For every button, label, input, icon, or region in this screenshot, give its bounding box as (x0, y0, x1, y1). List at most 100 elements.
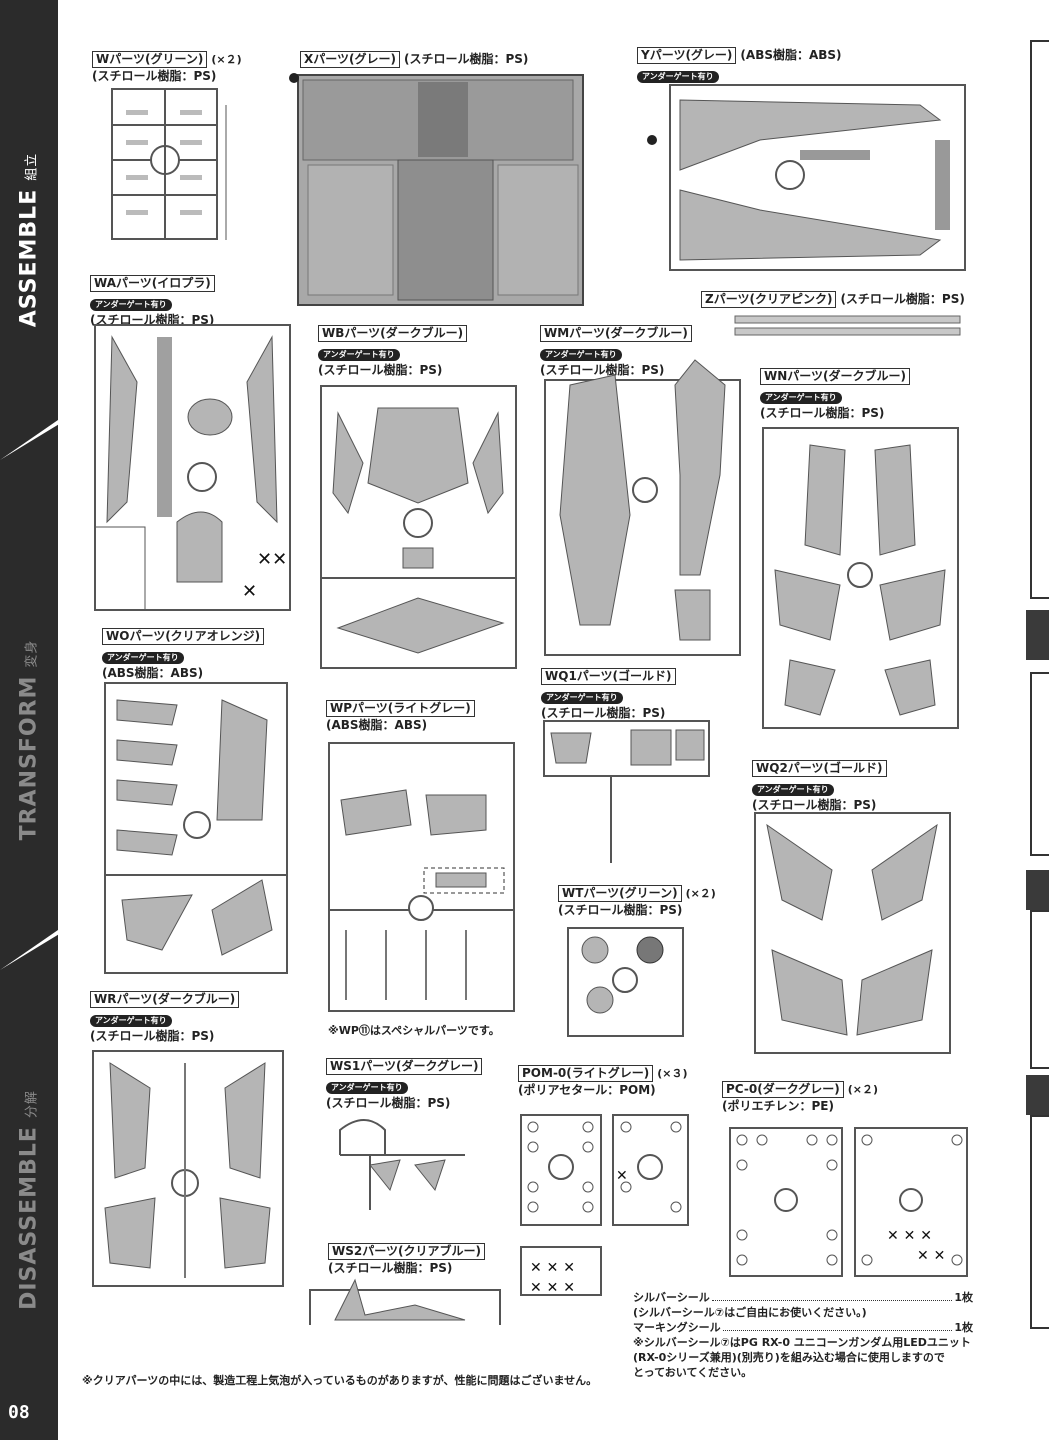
runner-wr (90, 1048, 290, 1293)
parts-z: Zパーツ(クリアピンク)(スチロール樹脂：PS) (701, 288, 965, 308)
part-material: (スチロール樹脂：PS) (558, 903, 683, 917)
undergate-badge: アンダーゲート有り (326, 1082, 408, 1094)
next-page-frame (1030, 1115, 1049, 1329)
wp-special-note: ※WP⑪はスペシャルパーツです。 (328, 1024, 500, 1037)
svg-text:✕: ✕ (242, 581, 257, 602)
parts-ws2: WS2パーツ(クリアブルー) (スチロール樹脂：PS) (328, 1240, 485, 1276)
part-title: PC-0(ダークグレー) (722, 1081, 844, 1098)
part-title: WOパーツ(クリアオレンジ) (102, 628, 265, 645)
runner-wq2 (752, 810, 954, 1060)
section-sidebar: ASSEMBLE組立 TRANSFORM 変身 DISASSEMBLE 分解 08 (0, 0, 58, 1440)
parts-ws1: WS1パーツ(ダークグレー) アンダーゲート有り (スチロール樹脂：PS) (326, 1055, 483, 1111)
part-qty: (×２) (685, 887, 716, 900)
part-material: (スチロール樹脂：PS) (90, 1029, 215, 1043)
seal-footnote-1: ※シルバーシール⑦はPG RX-0 ユニコーンガンダム用LEDユニット (633, 1336, 971, 1349)
part-material: (スチロール樹脂：PS) (90, 313, 215, 327)
runner-pc: ✕ ✕ ✕ ✕ ✕ (727, 1125, 972, 1280)
part-material: (スチロール樹脂：PS) (318, 363, 443, 377)
sidebar-label-disassemble: DISASSEMBLE (16, 1126, 42, 1310)
next-page-frame (1030, 910, 1049, 1069)
undergate-badge: アンダーゲート有り (541, 692, 623, 704)
parts-pom: POM-0(ライトグレー)(×３) (ポリアセタール：POM) (518, 1062, 688, 1098)
svg-text:✕ ✕: ✕ ✕ (917, 1248, 945, 1264)
part-material: (スチロール樹脂：PS) (328, 1261, 453, 1275)
silver-seal-count: 1枚 (954, 1291, 973, 1304)
parts-wr: WRパーツ(ダークブルー) アンダーゲート有り (スチロール樹脂：PS) (90, 988, 240, 1044)
sidebar-sub-assemble: 組立 (24, 152, 40, 181)
undergate-badge: アンダーゲート有り (90, 1015, 172, 1027)
part-material: (ABS樹脂：ABS) (326, 718, 428, 732)
runner-ws2 (305, 1275, 505, 1335)
runner-pom: ✕ ✕ ✕✕ ✕ ✕✕ (518, 1112, 693, 1297)
part-material: (スチロール樹脂：PS) (760, 406, 885, 420)
part-title: WQ2パーツ(ゴールド) (752, 760, 887, 777)
leader-dots (711, 1290, 953, 1301)
parts-pc: PC-0(ダークグレー)(×２) (ポリエチレン：PE) (722, 1078, 878, 1114)
undergate-badge: アンダーゲート有り (90, 299, 172, 311)
runner-ws1 (330, 1105, 475, 1215)
seal-footnote-3: とっておいてください。 (633, 1366, 753, 1379)
part-title: WS2パーツ(クリアブルー) (328, 1243, 485, 1260)
parts-wo: WOパーツ(クリアオレンジ) アンダーゲート有り (ABS樹脂：ABS) (102, 625, 265, 681)
page-number: 08 (8, 1402, 30, 1423)
runner-wq1 (541, 718, 716, 868)
parts-w: Wパーツ(グリーン)(×２) (スチロール樹脂：PS) (92, 48, 242, 84)
runner-wt (565, 925, 690, 1040)
sidebar-sub-disassemble: 分解 (24, 1090, 40, 1119)
undergate-badge: アンダーゲート有り (752, 784, 834, 796)
marking-seal-label: マーキングシール (633, 1321, 721, 1334)
parts-wt: WTパーツ(グリーン)(×２) (スチロール樹脂：PS) (558, 882, 716, 918)
part-material: (スチロール樹脂：PS) (403, 52, 529, 66)
runner-x (288, 70, 588, 310)
part-qty: (×３) (657, 1067, 688, 1080)
part-title: WTパーツ(グリーン) (558, 885, 682, 902)
marking-seal-row: マーキングシール 1枚 (633, 1320, 973, 1335)
undergate-badge: アンダーゲート有り (102, 652, 184, 664)
undergate-badge: アンダーゲート有り (760, 392, 842, 404)
undergate-badge: アンダーゲート有り (540, 349, 622, 361)
part-title: Zパーツ(クリアピンク) (701, 291, 837, 308)
sidebar-sub-transform: 変身 (24, 639, 40, 668)
parts-wq2: WQ2パーツ(ゴールド) アンダーゲート有り (スチロール樹脂：PS) (752, 757, 887, 813)
part-title: Wパーツ(グリーン) (92, 51, 208, 68)
part-material: (スチロール樹脂：PS) (840, 292, 965, 306)
part-title: WBパーツ(ダークブルー) (318, 325, 468, 342)
runner-wo (102, 680, 292, 980)
part-qty: (×２) (847, 1083, 878, 1096)
part-material: (ABS樹脂：ABS) (740, 48, 842, 62)
svg-text:✕: ✕ (616, 1168, 628, 1184)
runner-y (640, 80, 970, 275)
part-material: (スチロール樹脂：PS) (92, 69, 217, 83)
part-material: (ABS樹脂：ABS) (102, 666, 204, 680)
runner-wn (760, 425, 965, 735)
runner-wm (540, 355, 745, 660)
part-title: WRパーツ(ダークブルー) (90, 991, 240, 1008)
part-qty: (×２) (211, 53, 242, 66)
leader-dots (722, 1320, 953, 1331)
part-material: (スチロール樹脂：PS) (541, 706, 666, 720)
runner-wb (318, 383, 520, 673)
sidebar-section-disassemble[interactable]: DISASSEMBLE 分解 (0, 1000, 58, 1400)
part-material: (スチロール樹脂：PS) (540, 363, 665, 377)
part-material: (スチロール樹脂：PS) (326, 1096, 451, 1110)
undergate-badge: アンダーゲート有り (318, 349, 400, 361)
parts-wn: WNパーツ(ダークブルー) アンダーゲート有り (スチロール樹脂：PS) (760, 365, 911, 421)
svg-text:✕ ✕ ✕: ✕ ✕ ✕ (887, 1228, 932, 1244)
parts-wp: WPパーツ(ライトグレー) (ABS樹脂：ABS) (326, 697, 475, 733)
next-page-header (1026, 870, 1049, 910)
part-material: (ポリアセタール：POM) (518, 1083, 656, 1097)
marking-seal-count: 1枚 (954, 1321, 973, 1334)
parts-y: Yパーツ(グレー)(ABS樹脂：ABS) アンダーゲート有り (637, 44, 842, 84)
seal-footnote-2: (RX-0シリーズ兼用)(別売り)を組み込む場合に使用しますので (633, 1351, 945, 1364)
runner-wa: ✕✕✕ (92, 322, 297, 614)
part-material: (スチロール樹脂：PS) (752, 798, 877, 812)
clear-parts-note: ※クリアパーツの中には、製造工程上気泡が入っているものがありますが、性能に問題は… (82, 1374, 598, 1387)
sidebar-section-transform[interactable]: TRANSFORM 変身 (0, 530, 58, 950)
runner-wp (326, 740, 518, 1015)
sidebar-section-assemble[interactable]: ASSEMBLE組立 (0, 40, 58, 440)
next-page-frame (1030, 40, 1049, 599)
sidebar-label-transform: TRANSFORM (16, 675, 42, 841)
part-title: WS1パーツ(ダークグレー) (326, 1058, 483, 1075)
svg-text:✕ ✕ ✕: ✕ ✕ ✕ (530, 1280, 575, 1296)
